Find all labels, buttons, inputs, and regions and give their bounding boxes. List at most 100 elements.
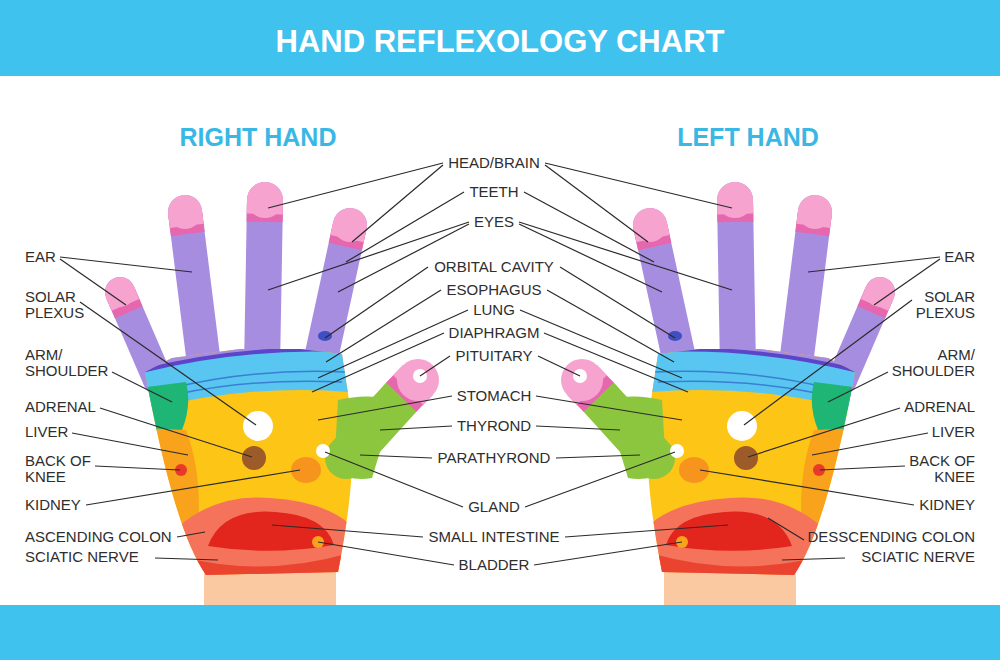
finger (262, 200, 265, 368)
finger (185, 212, 205, 372)
organ-label: ARM/ SHOULDER (25, 347, 117, 379)
organ-label: LIVER (855, 424, 975, 440)
organ-label: KIDNEY (25, 497, 145, 513)
hand-heading: RIGHT HAND (108, 122, 408, 152)
leader-line (346, 192, 464, 262)
hand-illustration (561, 182, 895, 620)
organ-label: THYROND (394, 418, 594, 434)
thumb-tip (397, 359, 439, 401)
leader-line (544, 333, 688, 392)
leader-line (325, 267, 428, 338)
leader-line (72, 433, 188, 455)
footer-band (0, 605, 1000, 660)
leader-line (86, 470, 300, 505)
leader-line (560, 267, 675, 338)
leader-line (519, 222, 732, 290)
palm-zone (165, 550, 360, 600)
leader-line (177, 532, 205, 537)
leader-line (828, 372, 888, 402)
leader-line (60, 257, 192, 272)
organ-label: PARATHYROND (394, 450, 594, 466)
organ-label: ADRENAL (25, 399, 145, 415)
leader-line (820, 466, 905, 470)
title-band (0, 0, 1000, 76)
leader-line (536, 426, 620, 430)
fingertips (120, 200, 350, 305)
organ-label: ADRENAL (855, 399, 975, 415)
organ-label: SOLAR PLEXUS (25, 289, 100, 321)
leader-line (808, 257, 940, 272)
leader-line (312, 333, 444, 392)
organ-label: BACK OF KNEE (895, 453, 975, 485)
organ-label: ASCENDING COLON (25, 529, 215, 545)
leader-line (748, 408, 900, 457)
reflex-point (318, 331, 332, 341)
leader-line (782, 558, 845, 560)
organ-label: BACK OF KNEE (25, 453, 105, 485)
organ-label: EYES (394, 214, 594, 230)
reflex-point (316, 444, 330, 458)
organ-label: DESSCENDING COLON (775, 529, 975, 545)
palm-zone (208, 512, 334, 551)
leader-line (524, 192, 654, 262)
organ-label: LIVER (25, 424, 145, 440)
leader-line (272, 525, 423, 537)
leader-line (268, 163, 443, 208)
organ-label: SCIATIC NERVE (25, 549, 215, 565)
organ-label: SOLAR PLEXUS (900, 289, 975, 321)
fingertip (168, 195, 202, 229)
fingertip (247, 182, 283, 218)
leader-line (700, 470, 914, 505)
fingertip-bands (120, 200, 350, 312)
leader-line (812, 433, 928, 455)
leader-line (565, 525, 728, 537)
leader-line (556, 455, 640, 458)
organ-label: ORBITAL CAVITY (394, 259, 594, 275)
organ-label: EAR (25, 249, 145, 265)
organ-label: LUNG (394, 302, 594, 318)
organ-label: ESOPHAGUS (394, 282, 594, 298)
leader-line (352, 165, 443, 242)
chart-title: HAND REFLEXOLOGY CHART (0, 22, 1000, 62)
leader-line (326, 290, 441, 362)
organ-label: TEETH (394, 184, 594, 200)
fingertip (105, 277, 135, 307)
leader-line (155, 558, 218, 560)
fingertip-caps (105, 182, 367, 307)
leader-line (318, 396, 452, 420)
organ-label: KIDNEY (855, 497, 975, 513)
leader-line (534, 542, 682, 565)
fingertip (333, 208, 367, 242)
organ-label: EAR (855, 249, 975, 265)
organ-label: BLADDER (394, 557, 594, 573)
leader-line (112, 372, 172, 402)
leader-line (95, 466, 180, 470)
organ-label: DIAPHRAGM (394, 325, 594, 341)
leader-line (547, 290, 674, 362)
reflex-point (243, 411, 273, 441)
leader-line (420, 356, 450, 376)
organ-label: ARM/ SHOULDER (883, 347, 975, 379)
organ-label: GLAND (394, 499, 594, 515)
leader-line (380, 426, 452, 430)
leader-line (536, 396, 682, 420)
leader-line (744, 300, 912, 425)
leader-line (360, 455, 432, 458)
organ-label: STOMACH (394, 388, 594, 404)
leader-line (520, 310, 682, 378)
zone-line (172, 371, 345, 388)
hand-heading: LEFT HAND (598, 122, 898, 152)
organ-label: HEAD/BRAIN (394, 155, 594, 171)
leader-line (100, 408, 252, 457)
organ-label: PITUITARY (394, 348, 594, 364)
organ-label: SCIATIC NERVE (785, 549, 975, 565)
reflex-point (291, 457, 321, 483)
leader-line (538, 356, 580, 376)
leader-line (768, 518, 804, 540)
leader-lines (60, 163, 940, 565)
organ-label: SMALL INTESTINE (394, 529, 594, 545)
leader-line (268, 222, 469, 290)
reflex-point (242, 446, 266, 470)
leader-line (318, 310, 468, 378)
